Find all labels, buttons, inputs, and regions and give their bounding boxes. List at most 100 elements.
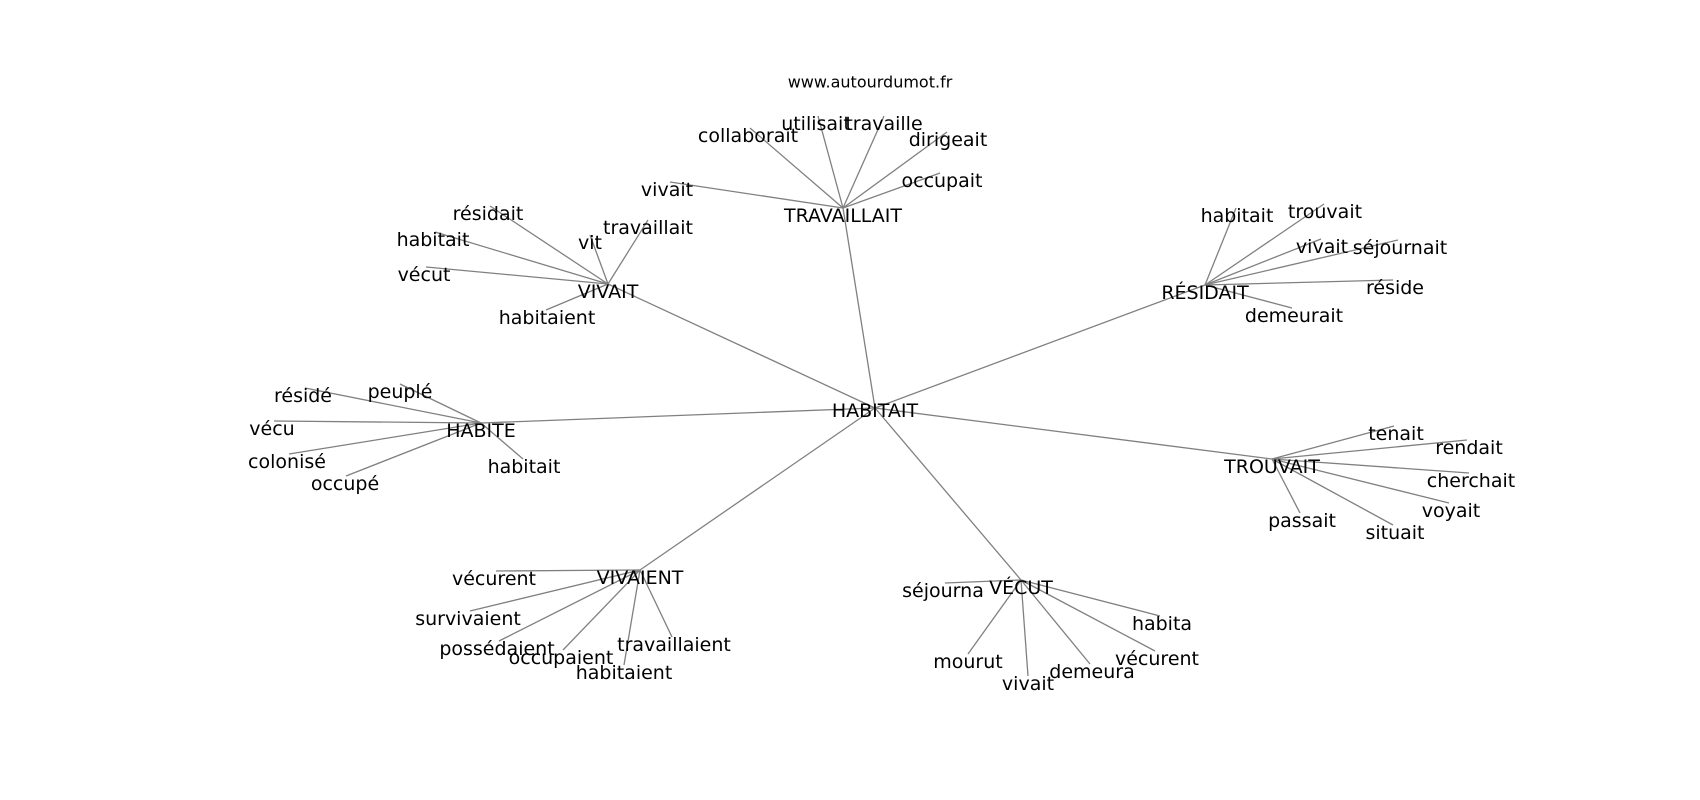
leaf-node[interactable]: habitait — [488, 456, 561, 478]
edge-hub-leaf — [1020, 579, 1156, 652]
leaf-node[interactable]: tenait — [1368, 423, 1424, 445]
hub-node[interactable]: VIVAIENT — [597, 567, 684, 589]
edge-hub-leaf — [817, 115, 844, 209]
edge-hub-leaf — [304, 387, 482, 424]
leaf-node[interactable]: colonisé — [248, 451, 326, 473]
edge-hub-leaf — [1204, 207, 1237, 286]
leaf-node[interactable]: réside — [1366, 277, 1424, 299]
edge-hub-leaf — [623, 569, 641, 666]
edge-hub-leaf — [1271, 458, 1394, 526]
leaf-node[interactable]: possédaient — [439, 638, 554, 660]
leaf-node[interactable]: séjournait — [1353, 237, 1447, 259]
leaf-node[interactable]: habitait — [397, 229, 470, 251]
leaf-node[interactable]: survivaient — [415, 608, 521, 630]
edge-hub-leaf — [498, 569, 641, 642]
hub-node[interactable]: VIVAIT — [578, 281, 639, 303]
edge-hub-leaf — [1204, 239, 1399, 286]
leaf-node[interactable]: vivait — [641, 179, 693, 201]
edge-center-hub — [842, 207, 876, 409]
edge-hub-leaf — [273, 420, 482, 424]
edge-center-hub — [874, 284, 1206, 409]
edge-hub-leaf — [1204, 203, 1325, 286]
edge-hub-leaf — [842, 115, 885, 209]
leaf-node[interactable]: vécurent — [452, 568, 536, 590]
edge-hub-leaf — [1020, 579, 1029, 677]
center-node[interactable]: HABITAIT — [832, 400, 919, 422]
leaf-node[interactable]: habitait — [1201, 205, 1274, 227]
edge-center-hub — [874, 407, 1022, 581]
leaf-node[interactable]: vécurent — [1115, 648, 1199, 670]
edge-hub-leaf — [589, 234, 609, 285]
edge-hub-leaf — [480, 422, 524, 460]
edge-hub-leaf — [288, 422, 482, 455]
edge-hub-leaf — [562, 569, 641, 651]
leaf-node[interactable]: mourut — [933, 651, 1002, 673]
leaf-node[interactable]: vécut — [398, 264, 451, 286]
edge-hub-leaf — [842, 172, 941, 209]
edge-hub-leaf — [1271, 458, 1301, 514]
edge-hub-leaf — [469, 569, 641, 612]
edge-hub-leaf — [967, 579, 1022, 655]
leaf-node[interactable]: travaillaient — [617, 634, 731, 656]
edge-hub-leaf — [639, 569, 673, 638]
leaf-node[interactable]: rendait — [1435, 437, 1503, 459]
leaf-node[interactable]: vit — [578, 232, 602, 254]
edge-hub-leaf — [1204, 284, 1293, 309]
edge-center-hub — [607, 283, 876, 409]
leaf-node[interactable]: travaille — [845, 113, 922, 135]
edges — [273, 115, 1470, 677]
edge-hub-leaf — [345, 422, 482, 477]
leaf-node[interactable]: résidait — [453, 203, 524, 225]
edge-hub-leaf — [1204, 238, 1322, 286]
edge-hub-leaf — [434, 231, 609, 285]
edge-hub-leaf — [1271, 458, 1450, 504]
leaf-node[interactable]: cherchait — [1427, 470, 1515, 492]
leaf-node[interactable]: utilisait — [781, 113, 851, 135]
leaf-node[interactable]: travaillait — [603, 217, 693, 239]
leaf-node[interactable]: occupait — [902, 170, 983, 192]
leaf-node[interactable]: vécu — [249, 418, 294, 440]
edge-hub-leaf — [749, 127, 844, 209]
leaf-node[interactable]: demeurait — [1245, 305, 1343, 327]
hub-node[interactable]: RÉSIDAIT — [1161, 281, 1249, 304]
edge-hub-leaf — [545, 283, 609, 311]
leaf-node[interactable]: trouvait — [1288, 201, 1362, 223]
leaf-node[interactable]: habitaient — [499, 307, 596, 329]
edge-hub-leaf — [1204, 279, 1394, 286]
hub-node[interactable]: HABITE — [446, 420, 516, 442]
hub-node[interactable]: TROUVAIT — [1223, 456, 1320, 478]
edge-center-hub — [874, 407, 1273, 460]
leaf-node[interactable]: situait — [1365, 522, 1424, 544]
edge-hub-leaf — [425, 266, 609, 285]
leaf-node[interactable]: séjourna — [902, 580, 984, 602]
leaf-node[interactable]: peuplé — [368, 381, 433, 403]
edge-hub-leaf — [842, 131, 948, 209]
leaf-node[interactable]: habita — [1132, 613, 1192, 635]
leaf-node[interactable]: habitaient — [576, 662, 673, 684]
leaf-node[interactable]: passait — [1268, 510, 1336, 532]
leaf-node[interactable]: vivait — [1002, 673, 1054, 695]
leaf-node[interactable]: voyait — [1422, 500, 1480, 522]
hub-node[interactable]: TRAVAILLAIT — [783, 205, 902, 227]
leaf-node[interactable]: occupaient — [509, 647, 614, 669]
leaf-node[interactable]: vivait — [1296, 236, 1348, 258]
edge-hub-leaf — [399, 383, 482, 424]
edge-hub-leaf — [1271, 439, 1468, 460]
edge-hub-leaf — [669, 181, 844, 209]
leaf-node[interactable]: dirigeait — [909, 129, 988, 151]
site-url: www.autourdumot.fr — [788, 73, 953, 92]
edge-hub-leaf — [489, 205, 609, 285]
edge-hub-leaf — [1020, 579, 1161, 617]
edge-hub-leaf — [495, 569, 641, 572]
edge-hub-leaf — [1271, 425, 1395, 460]
labels: HABITAITTRAVAILLAITcollaboraitutilisaitt… — [248, 113, 1515, 695]
hub-node[interactable]: VÉCUT — [989, 576, 1053, 599]
edge-center-hub — [639, 407, 876, 571]
edge-hub-leaf — [607, 219, 649, 285]
leaf-node[interactable]: occupé — [311, 473, 379, 495]
leaf-node[interactable]: collaborait — [698, 125, 798, 147]
leaf-node[interactable]: résidé — [274, 385, 332, 407]
leaf-node[interactable]: demeura — [1049, 661, 1134, 683]
edge-center-hub — [480, 407, 876, 424]
